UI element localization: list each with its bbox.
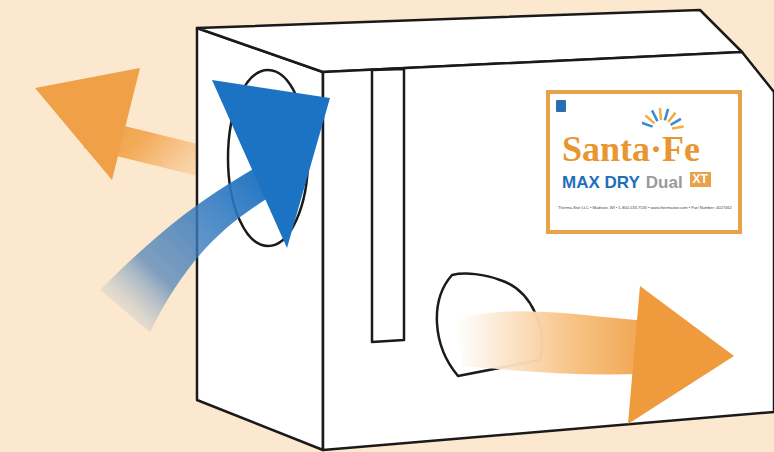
intake-arrow — [100, 80, 330, 332]
outlet-arrow — [455, 286, 734, 424]
brand-name: Santa·Fe — [562, 130, 700, 170]
energy-star-icon — [556, 100, 566, 112]
unit-housing — [197, 10, 774, 450]
model-name: MAX DRY — [562, 174, 640, 193]
model-badge: XT — [690, 172, 711, 187]
fine-print: Therma-Stor LLC • Madison, WI • 1-800-53… — [558, 206, 732, 210]
product-label: Santa·FeMAX DRY Dual XT Therma-Stor LLC • M… — [546, 90, 742, 234]
sun-rays — [642, 100, 702, 130]
model-variant: Dual — [646, 174, 683, 193]
